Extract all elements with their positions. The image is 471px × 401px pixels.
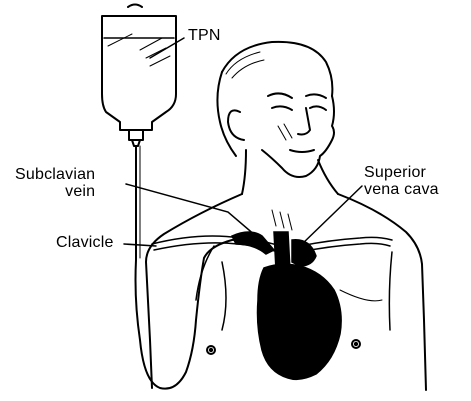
iv-tubing [136,146,263,389]
subclavian-leader-line [126,184,256,236]
patient-head [217,42,334,177]
tpn-leader-line [150,38,184,58]
subclavian-vein-label-line2: vein [15,183,95,200]
clavicle-label: Clavicle [56,234,114,251]
subclavian-vein-label: Subclavian vein [15,166,95,200]
superior-vena-cava-label: Superior vena cava [364,164,439,198]
tpn-label: TPN [188,27,221,44]
superior-vena-cava-label-line1: Superior [364,164,439,181]
subclavian-vein-label-line1: Subclavian [15,166,95,183]
tpn-bag [102,5,176,147]
superior-vena-cava-label-line2: vena cava [364,181,439,198]
heart-and-vena-cava [232,232,341,379]
svc-leader-line [300,186,362,246]
